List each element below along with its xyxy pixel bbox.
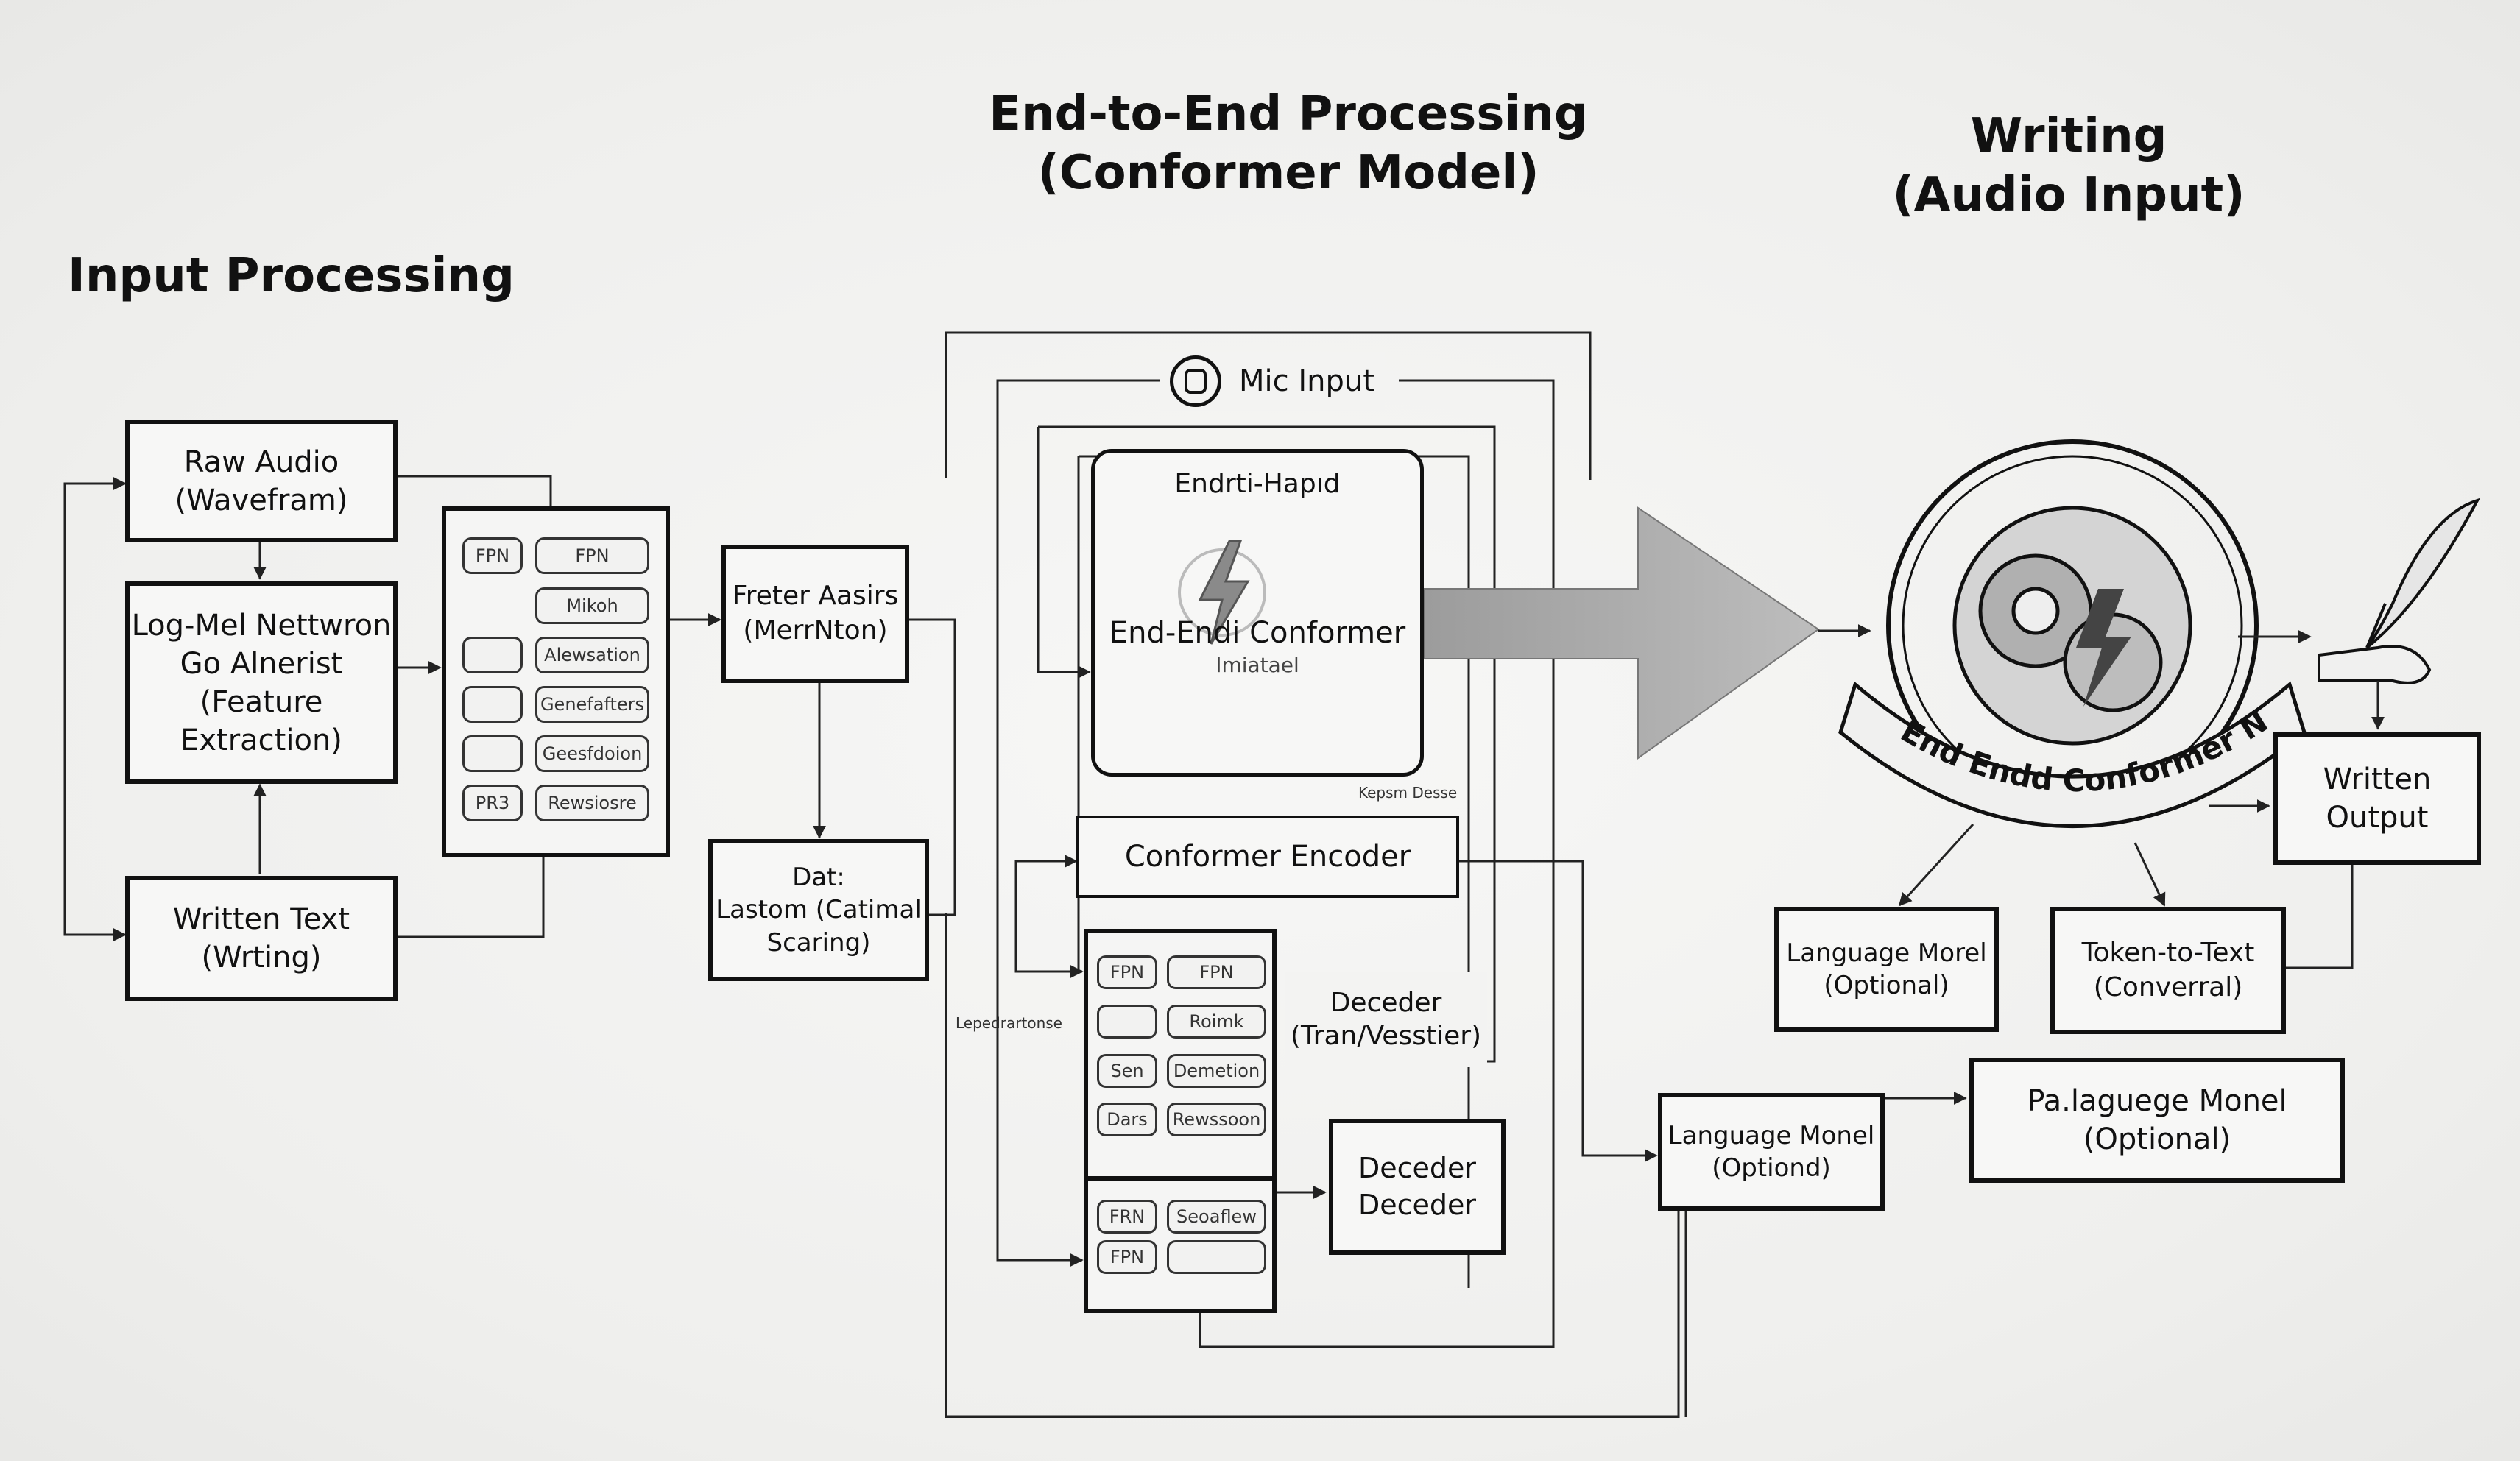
wire-loop-down bbox=[63, 484, 127, 941]
feature-pill: FPN bbox=[462, 537, 523, 574]
lower-pill-empty bbox=[1167, 1240, 1266, 1274]
lower-pill: Seoaflew bbox=[1167, 1200, 1266, 1234]
end-conformer-box: Endrti-Hapıd bbox=[1091, 449, 1424, 777]
decoder-pill-empty bbox=[1097, 1005, 1157, 1039]
decoder-pill: Rewssoon bbox=[1167, 1103, 1266, 1136]
log-mel-box: Log-Mel Nettwron Go Alnerist (Feature Ex… bbox=[125, 581, 398, 784]
wire-loop-2-right bbox=[1199, 379, 1555, 1348]
big-arrow-icon bbox=[1424, 506, 1820, 760]
heading-end-to-end: End-to-End Processing (Conformer Model) bbox=[989, 87, 1588, 200]
raw-audio-box: Raw Audio (Wavefram) bbox=[125, 420, 398, 542]
written-output-box: Written Output bbox=[2273, 732, 2481, 865]
heading-input-processing: Input Processing bbox=[68, 249, 515, 303]
decoder-pill: FPN bbox=[1097, 955, 1157, 989]
wire-raw-to-panel bbox=[398, 475, 552, 506]
wire-outer-loop-top bbox=[945, 331, 1592, 480]
language-morel-box: Language Morel (Optional) bbox=[1774, 907, 1999, 1032]
conformer-badge-text: End Endd Conformer Nodal bbox=[1870, 707, 2274, 799]
feature-pill: Rewsiosre bbox=[535, 785, 649, 821]
language-monel-box: Language Monel (Optiond) bbox=[1658, 1093, 1885, 1211]
written-text-box: Written Text (Wrting) bbox=[125, 876, 398, 1001]
heading-writing: Writing (Audio Input) bbox=[1892, 109, 2245, 222]
wire-text-to-panel bbox=[398, 857, 545, 938]
deceder-box: Deceder Deceder bbox=[1329, 1119, 1506, 1255]
quill-icon bbox=[2365, 498, 2481, 649]
pa-language-box: Pa.laguege Monel (Optional) bbox=[1969, 1058, 2345, 1183]
conformer-encoder-box: Conformer Encoder bbox=[1076, 816, 1459, 898]
mic-input-label: Mic Input bbox=[1239, 364, 1374, 398]
lower-pill: FPN bbox=[1097, 1240, 1157, 1274]
feature-pill: FPN bbox=[535, 537, 649, 574]
side-label: Lepedrartonse bbox=[956, 1014, 1062, 1032]
feature-pill: Mikoh bbox=[535, 587, 649, 624]
wire-encoder-in bbox=[1014, 855, 1078, 931]
mic-input: Mic Input bbox=[1160, 352, 1385, 411]
decoder-pill: Dars bbox=[1097, 1103, 1157, 1136]
lower-pill: FRN bbox=[1097, 1200, 1157, 1234]
wire-encoder-to-decoder bbox=[1014, 931, 1084, 978]
wire-loop-3-left bbox=[1037, 427, 1091, 679]
decoder-pill: Roimk bbox=[1167, 1005, 1266, 1039]
decoder-pill: Demetion bbox=[1167, 1054, 1266, 1088]
freter-box: Freter Aasirs (MerrNton) bbox=[721, 545, 909, 683]
feature-pill: Alewsation bbox=[535, 637, 649, 673]
hand-icon bbox=[2318, 645, 2432, 684]
feature-pill-empty bbox=[462, 686, 523, 723]
wire-freter-to-dat-side bbox=[909, 618, 956, 916]
wire-token-to-output bbox=[2286, 865, 2354, 969]
mic-icon bbox=[1170, 355, 1221, 407]
end-conformer-top-label: Endrti-Hapıd bbox=[1174, 469, 1341, 499]
lightning-icon bbox=[1178, 540, 1266, 645]
lightning-icon bbox=[2076, 589, 2131, 707]
feature-pill: Geesfdoion bbox=[535, 735, 649, 772]
feature-pill-empty bbox=[462, 637, 523, 673]
end-conformer-sublabel: Imiatael bbox=[1215, 652, 1299, 677]
wire-encoder-to-lm bbox=[1459, 860, 1658, 1162]
dat-box: Dat: Lastom (Catimal Scaring) bbox=[708, 839, 929, 981]
feature-pill: Genefafters bbox=[535, 686, 649, 723]
end-conformer-label: End-Endi Conformer bbox=[1109, 616, 1406, 650]
token-to-text-box: Token-to-Text (Converral) bbox=[2050, 907, 2286, 1034]
wire-outer-loop-bottom bbox=[945, 913, 1680, 1418]
wire-badge-to-token bbox=[2133, 842, 2166, 907]
wire-badge-to-lm bbox=[1898, 823, 1974, 907]
badge-text: End Endd Conformer Nodal bbox=[1870, 707, 2274, 799]
wire-loop-left bbox=[63, 477, 127, 936]
feature-pill: PR3 bbox=[462, 785, 523, 821]
deceder-trans-label: Deceder (Tran/Vesstier) bbox=[1285, 972, 1487, 1067]
kepsm-label: Kepsm Desse bbox=[1358, 784, 1458, 802]
decoder-pill: FPN bbox=[1167, 955, 1266, 989]
decoder-stack-divider bbox=[1084, 1176, 1277, 1181]
wire-loop-2 bbox=[996, 379, 1170, 1267]
feature-pill-empty bbox=[462, 735, 523, 772]
pa-language-label: Pa.laguege Monel (Optional) bbox=[2027, 1084, 2287, 1156]
decoder-pill: Sen bbox=[1097, 1054, 1157, 1088]
svg-text:End Endd Conformer Nodal: End Endd Conformer Nodal bbox=[1870, 707, 2274, 799]
